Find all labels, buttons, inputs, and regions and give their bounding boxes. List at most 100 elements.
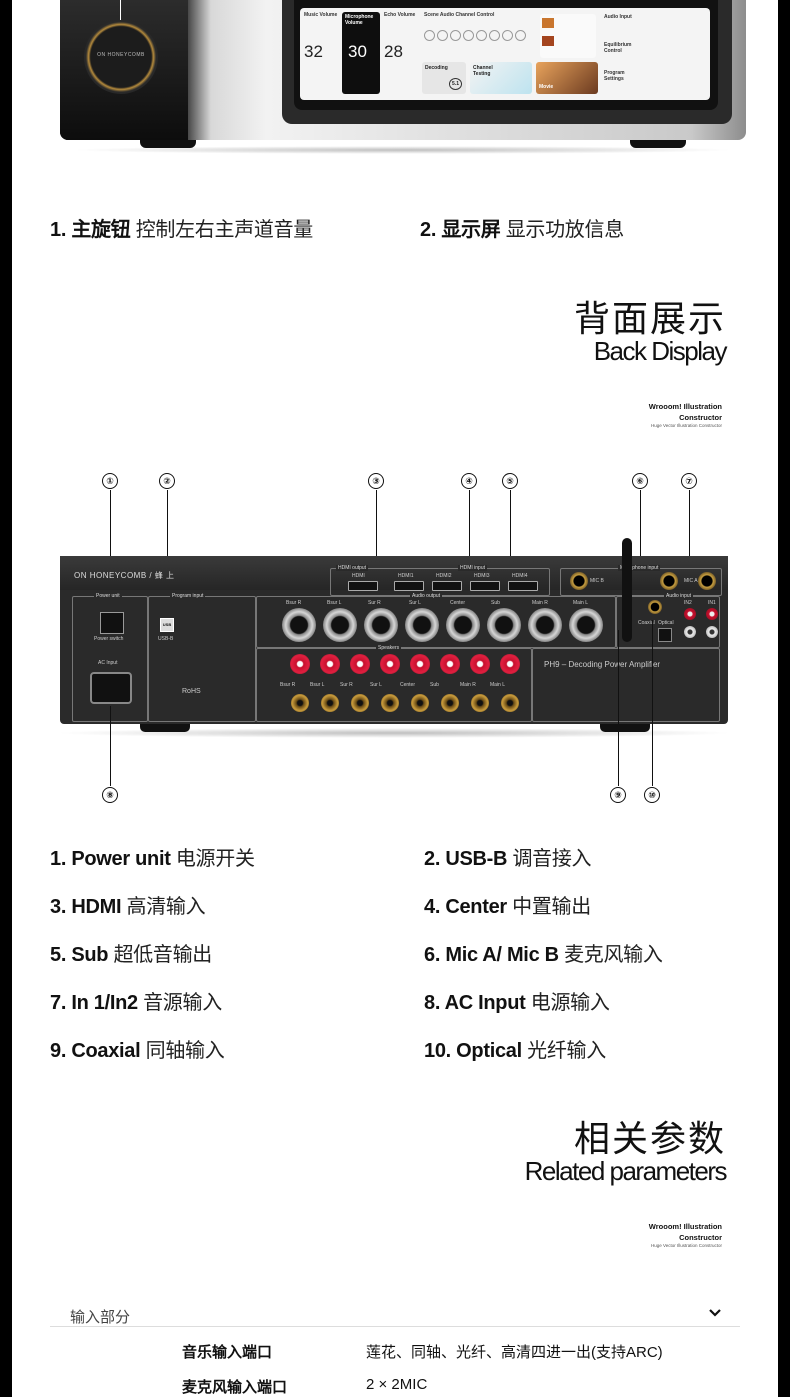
knob-leader-line <box>120 0 121 20</box>
xlr-output-jack[interactable] <box>282 608 316 642</box>
usb-b-port[interactable]: USB <box>160 618 174 632</box>
audio-input-label[interactable]: Audio Input <box>604 14 632 20</box>
speaker-terminal-gold[interactable] <box>441 694 459 712</box>
back-caption-item: 9. Coaxial 同轴输入 <box>50 1034 225 1063</box>
speaker-terminal-gold[interactable] <box>291 694 309 712</box>
in1-l-jack[interactable] <box>706 626 718 638</box>
speaker-terminal-red[interactable] <box>290 654 310 674</box>
front-device-image: ON HONEYCOMB Music Volume 32 Microphone … <box>60 0 746 158</box>
spec-value: 莲花、同轴、光纤、高清四进一出(支持ARC) <box>366 1344 663 1361</box>
music-volume-tile[interactable]: Music Volume 32 <box>304 12 342 94</box>
scene-thumb-2[interactable] <box>542 36 554 46</box>
caption-label: 5. Sub <box>50 944 109 966</box>
caption-label: 2. USB-B <box>424 848 508 870</box>
speaker-label: Sur L <box>370 682 382 688</box>
speaker-terminal-gold[interactable] <box>321 694 339 712</box>
speaker-terminal-gold[interactable] <box>471 694 489 712</box>
speaker-terminal-gold[interactable] <box>411 694 429 712</box>
movie-tile[interactable]: Movie <box>536 62 598 94</box>
speaker-terminal-red[interactable] <box>440 654 460 674</box>
caption-desc: 音源输入 <box>143 992 222 1014</box>
caption-desc: 高清输入 <box>126 896 206 918</box>
speaker-terminal-red[interactable] <box>320 654 340 674</box>
mic-b-jack[interactable] <box>570 572 588 590</box>
back-caption-item: 5. Sub 超低音输出 <box>50 938 212 967</box>
channel-dial-icon[interactable] <box>437 30 448 41</box>
caption-desc: 同轴输入 <box>145 1040 225 1062</box>
caption-desc: 显示功放信息 <box>505 219 625 241</box>
hdmi-in-port-4[interactable] <box>508 581 538 591</box>
scene-thumb-1[interactable] <box>542 18 554 28</box>
channel-dial-icon[interactable] <box>476 30 487 41</box>
speaker-terminal-gold[interactable] <box>501 694 519 712</box>
ac-input-socket[interactable] <box>90 672 132 704</box>
music-volume-label: Music Volume <box>304 12 338 18</box>
hdmi-in-port-3[interactable] <box>470 581 500 591</box>
hdmi-out-port[interactable] <box>348 581 378 591</box>
channel-dial-icon[interactable] <box>502 30 513 41</box>
channel-dial-icon[interactable] <box>463 30 474 41</box>
speaker-terminal-gold[interactable] <box>381 694 399 712</box>
hdmi-in-port-2[interactable] <box>432 581 462 591</box>
mic-a-jack-1[interactable] <box>660 572 678 590</box>
chevron-down-icon[interactable] <box>708 1304 722 1320</box>
xlr-output-jack[interactable] <box>569 608 603 642</box>
channel-dial-icon[interactable] <box>515 30 526 41</box>
display-screen[interactable]: Music Volume 32 Microphone Volume 30 Ech… <box>294 0 718 110</box>
speaker-terminal-red[interactable] <box>350 654 370 674</box>
mic-volume-value: 30 <box>348 42 367 61</box>
channel-dial-icon[interactable] <box>424 30 435 41</box>
callout-10: ⑩ <box>644 787 660 803</box>
caption-label: 8. AC Input <box>424 992 526 1014</box>
xlr-output-jack[interactable] <box>405 608 439 642</box>
speaker-terminal-red[interactable] <box>410 654 430 674</box>
front-shadow <box>70 146 736 154</box>
xlr-label: Main R <box>532 600 548 606</box>
in1-r-jack[interactable] <box>706 608 718 620</box>
program-settings-label[interactable]: Program Settings <box>604 70 625 82</box>
channel-testing-tile[interactable]: Channel Testing <box>470 62 532 94</box>
mic-a-jack-2[interactable] <box>698 572 716 590</box>
xlr-output-jack[interactable] <box>446 608 480 642</box>
in2-r-jack[interactable] <box>684 608 696 620</box>
callout-7: ⑦ <box>681 473 697 489</box>
channel-dial-icon[interactable] <box>450 30 461 41</box>
decoding-badge: 5.1 <box>449 78 462 90</box>
speaker-terminal-red[interactable] <box>470 654 490 674</box>
caption-desc: 麦克风输入 <box>564 944 663 966</box>
speakers-label: Speakers <box>376 645 402 651</box>
mic-b-label: MIC B <box>590 578 604 584</box>
params-credit: Wrooom! Illustration Constructor Huge Ve… <box>649 1221 722 1249</box>
decoding-tile[interactable]: Decoding 5.1 <box>422 62 466 94</box>
coaxial-jack[interactable] <box>648 600 662 614</box>
hdmi-in-port-1[interactable] <box>394 581 424 591</box>
back-caption-item: 2. USB-B 调音接入 <box>424 842 592 871</box>
xlr-output-jack[interactable] <box>323 608 357 642</box>
xlr-output-jack[interactable] <box>364 608 398 642</box>
wireless-antenna <box>622 538 632 642</box>
equilibrium-label[interactable]: Equilibrium Control <box>604 42 632 54</box>
caption-desc: 电源开关 <box>175 848 255 870</box>
xlr-output-jack[interactable] <box>487 608 521 642</box>
leader-9 <box>618 630 619 786</box>
spec-section-toggle[interactable]: 输入部分 <box>50 1296 740 1327</box>
caption-desc: 中置输出 <box>512 896 591 918</box>
back-caption-item: 4. Center 中置输出 <box>424 890 591 919</box>
channel-dial-icon[interactable] <box>489 30 500 41</box>
spec-section-label: 输入部分 <box>70 1309 131 1326</box>
credit-small: Huge Vector Illustration Constructor <box>650 1243 722 1248</box>
xlr-output-jack[interactable] <box>528 608 562 642</box>
in2-l-jack[interactable] <box>684 626 696 638</box>
usb-b-label: USB-B <box>158 636 174 642</box>
echo-volume-tile[interactable]: Echo Volume 28 <box>384 12 422 94</box>
speaker-label: Main R <box>460 682 476 688</box>
mic-volume-tile[interactable]: Microphone Volume 30 <box>342 12 380 94</box>
speaker-terminal-gold[interactable] <box>351 694 369 712</box>
speaker-terminal-red[interactable] <box>380 654 400 674</box>
speaker-terminal-red[interactable] <box>500 654 520 674</box>
optical-port[interactable] <box>658 628 672 642</box>
leader-10 <box>652 620 653 786</box>
power-switch[interactable] <box>100 612 124 634</box>
hdmi-port-label: HDMI1 <box>398 573 414 579</box>
main-knob[interactable]: ON HONEYCOMB <box>84 20 158 94</box>
